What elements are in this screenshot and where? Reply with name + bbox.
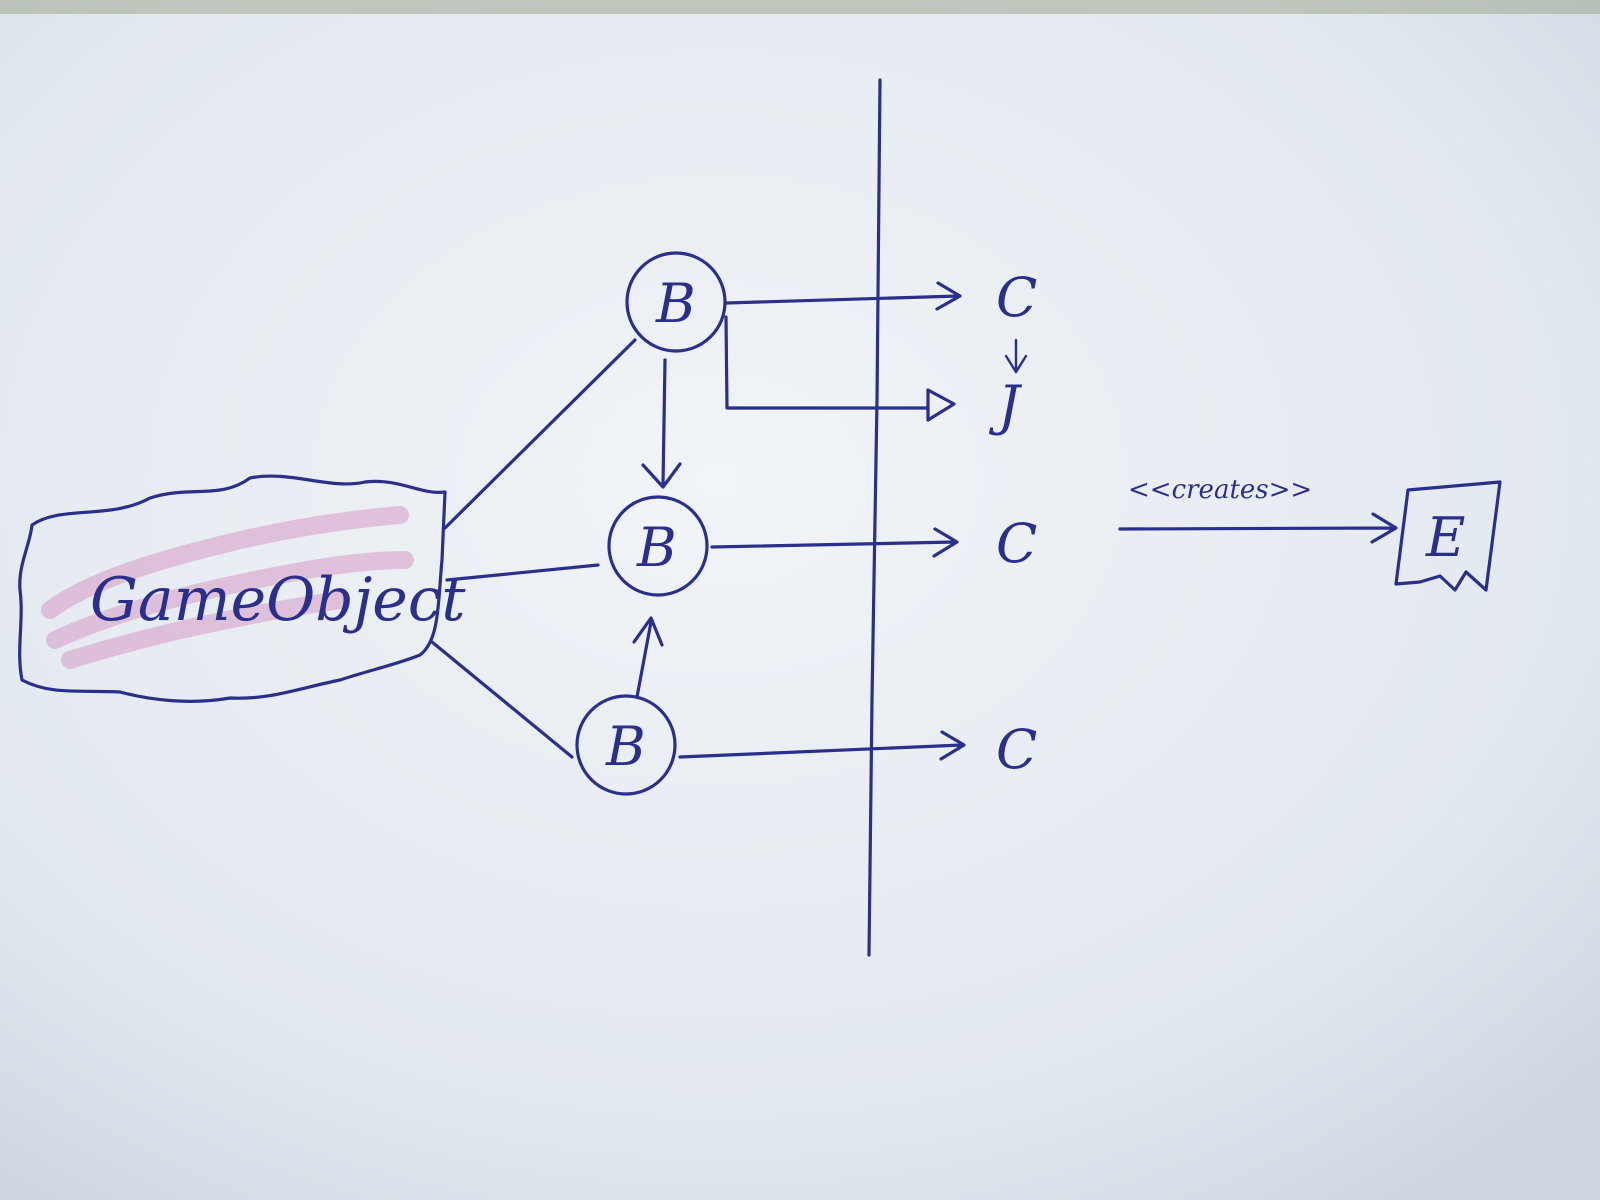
boundary-line xyxy=(867,78,882,957)
behaviour-3-circle xyxy=(575,694,677,796)
edge-b1-to-b2 xyxy=(641,358,682,489)
gameobject-node: GameObject xyxy=(18,474,466,703)
gameobject-outline xyxy=(18,474,447,703)
component-c3-label: C xyxy=(996,718,1037,781)
behaviour-2-label: B xyxy=(636,516,677,579)
edge-b1-to-c1 xyxy=(725,281,962,311)
edge-gameobject-to-b1 xyxy=(443,338,637,530)
entity-box xyxy=(1394,480,1502,592)
entity-node: E xyxy=(1394,480,1502,592)
paper-top-edge xyxy=(0,0,1600,14)
edge-creates xyxy=(1118,512,1398,544)
edge-b1-to-j-head xyxy=(926,388,956,422)
creates-label: <<creates>> xyxy=(1128,475,1312,505)
edge-b2-to-c2 xyxy=(710,527,959,558)
behaviour-1-circle xyxy=(625,251,727,353)
edge-b3-to-c3 xyxy=(678,730,966,761)
edge-b1-to-j xyxy=(724,315,930,410)
behaviour-3-label: B xyxy=(605,715,646,778)
behaviour-node-2: B xyxy=(607,495,709,597)
behaviour-node-1: B xyxy=(625,251,727,353)
component-c1-label: C xyxy=(996,266,1037,329)
edge-gameobject-to-b2 xyxy=(445,563,600,582)
gameobject-highlight xyxy=(41,506,414,669)
edge-c1-to-j xyxy=(1004,338,1028,374)
entity-label: E xyxy=(1425,506,1465,569)
edge-b3-to-b2 xyxy=(632,616,664,699)
behaviour-node-3: B xyxy=(575,694,677,796)
behaviour-2-circle xyxy=(607,495,709,597)
edge-gameobject-to-b3 xyxy=(430,640,574,759)
component-c2-label: C xyxy=(996,512,1037,575)
gameobject-label: GameObject xyxy=(90,565,466,635)
behaviour-1-label: B xyxy=(655,272,696,335)
